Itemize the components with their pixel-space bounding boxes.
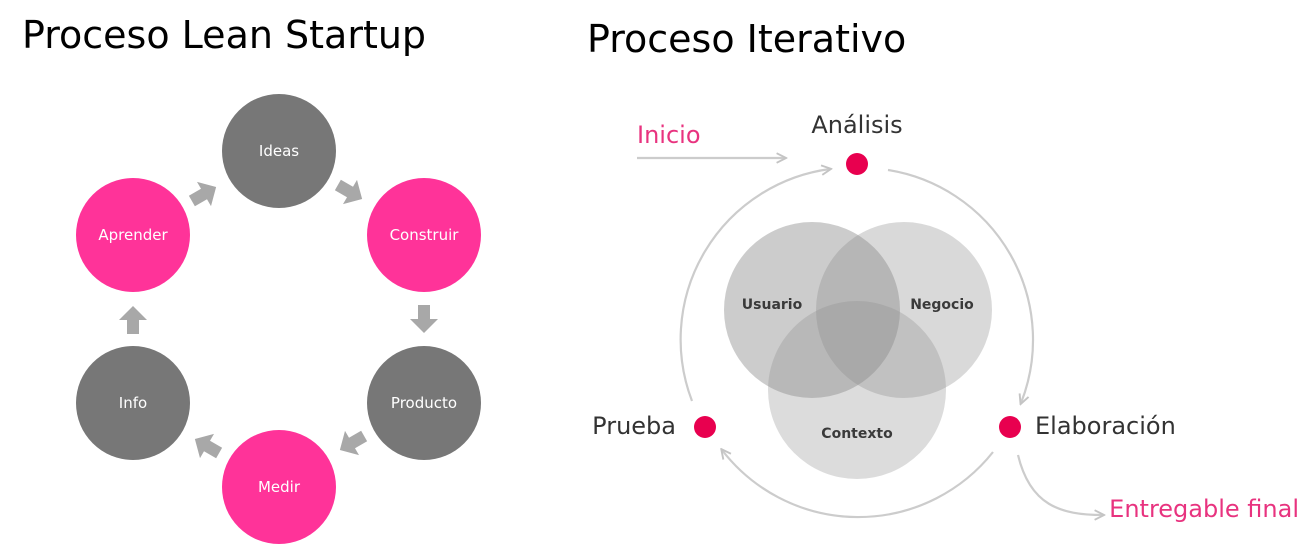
analisis-label: Análisis: [811, 111, 902, 139]
lean-node-ideas: Ideas: [222, 94, 336, 208]
venn-diagram: Usuario Negocio Contexto: [724, 222, 992, 479]
arc-prueba-to-analisis: [679, 169, 830, 402]
arc-elaboracion-to-prueba: [722, 450, 994, 519]
aprender-label: Aprender: [98, 226, 168, 244]
lean-node-medir: Medir: [222, 430, 336, 544]
arrow-aprender-to-ideas: [188, 181, 217, 207]
info-label: Info: [119, 394, 147, 412]
producto-label: Producto: [391, 394, 457, 412]
elaboracion-label: Elaboración: [1035, 412, 1176, 440]
lean-startup-title: Proceso Lean Startup: [22, 13, 427, 57]
lean-node-producto: Producto: [367, 346, 481, 460]
analisis-dot: [846, 153, 868, 175]
medir-circle: [222, 430, 336, 544]
ideas-label: Ideas: [259, 142, 299, 160]
medir-label: Medir: [258, 478, 301, 496]
venn-negocio-circle: [816, 222, 992, 398]
aprender-circle: [76, 178, 190, 292]
venn-contexto-label: Contexto: [821, 426, 893, 442]
lean-node-aprender: Aprender: [76, 178, 190, 292]
arrow-construir-to-producto: [410, 305, 438, 333]
prueba-dot: [694, 416, 716, 438]
venn-usuario-label: Usuario: [742, 297, 803, 313]
arrow-info-to-aprender: [119, 306, 147, 334]
end-arrow: [1016, 454, 1103, 515]
lean-cycle: Ideas Construir Producto Medir Info Apre…: [76, 94, 481, 544]
ideas-circle: [222, 94, 336, 208]
venn-usuario-circle: [724, 222, 900, 398]
producto-circle: [367, 346, 481, 460]
entregable-final-label: Entregable final: [1109, 495, 1299, 523]
venn-contexto-circle: [768, 301, 946, 479]
arc-analisis-to-elaboracion: [887, 168, 1035, 403]
elaboracion-dot: [999, 416, 1021, 438]
arrow-medir-to-info: [194, 433, 223, 459]
arrow-ideas-to-construir: [334, 179, 363, 205]
prueba-label: Prueba: [592, 412, 676, 440]
arrow-producto-to-medir: [339, 430, 368, 456]
info-circle: [76, 346, 190, 460]
construir-circle: [367, 178, 481, 292]
inicio-label: Inicio: [637, 121, 701, 149]
iterative-cycle: Usuario Negocio Contexto Análisis Elabor…: [592, 111, 1299, 523]
lean-node-construir: Construir: [367, 178, 481, 292]
iterative-process-title: Proceso Iterativo: [587, 17, 907, 61]
construir-label: Construir: [390, 226, 460, 244]
venn-negocio-label: Negocio: [910, 297, 974, 313]
lean-node-info: Info: [76, 346, 190, 460]
